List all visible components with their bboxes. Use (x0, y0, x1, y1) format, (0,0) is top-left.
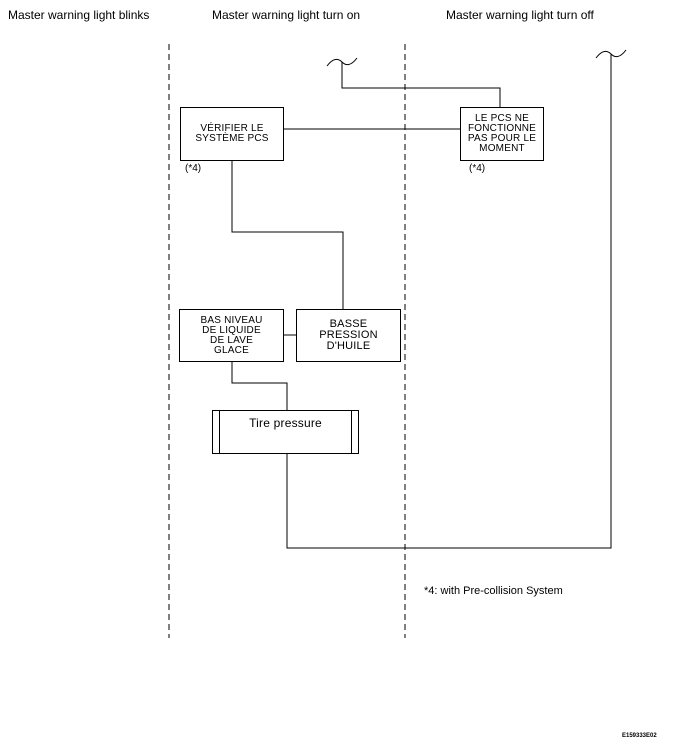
footnote: *4: with Pre-collision System (424, 585, 563, 597)
oil-pressure-label: BASSE PRESSION D'HUILE (319, 318, 378, 352)
column-header-blinks: Master warning light blinks (8, 8, 150, 22)
pcs-note-mark: (*4) (469, 163, 486, 174)
tire-pressure-label: Tire pressure (249, 416, 322, 430)
figure-code: E159333E02 (622, 733, 657, 739)
column-header-turn-off: Master warning light turn off (446, 8, 594, 22)
verifier-pcs-label: VÉRIFIER LE SYSTÈME PCS (195, 123, 269, 144)
washer-fluid-box: BAS NIVEAU DE LIQUIDE DE LAVE GLACE (179, 309, 284, 362)
line-verifier-oil (231, 159, 344, 309)
oil-pressure-box: BASSE PRESSION D'HUILE (296, 309, 401, 362)
pcs-not-working-box: LE PCS NE FONCTIONNE PAS POUR LE MOMENT (460, 107, 544, 161)
verifier-pcs-box: VÉRIFIER LE SYSTÈME PCS (180, 107, 284, 161)
line-tire-return (286, 54, 612, 549)
line-washer-tire (231, 360, 288, 410)
column-header-turn-on: Master warning light turn on (212, 8, 361, 22)
tire-pressure-box: Tire pressure (212, 410, 359, 454)
line-feed-pcs (341, 62, 501, 107)
verifier-note-mark: (*4) (185, 163, 202, 174)
pcs-not-working-label: LE PCS NE FONCTIONNE PAS POUR LE MOMENT (467, 113, 537, 154)
washer-fluid-label: BAS NIVEAU DE LIQUIDE DE LAVE GLACE (200, 314, 263, 356)
